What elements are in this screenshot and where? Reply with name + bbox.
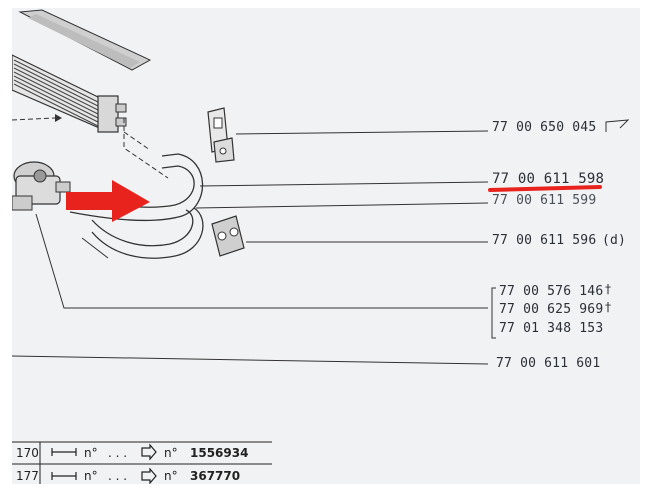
table-dots: . . . — [108, 469, 128, 483]
table-value: 1556934 — [190, 446, 249, 460]
dagger-mark: † — [605, 300, 611, 314]
part-number-611599: 77 00 611 599 — [492, 193, 597, 208]
part-number-611598: 77 00 611 598 — [492, 171, 605, 187]
right-arrow-icon — [141, 443, 157, 461]
clip-596-drawing — [211, 215, 245, 257]
red-arrow-icon — [66, 180, 150, 222]
table-row: 170 n° . . . n° 1556934 — [14, 443, 274, 465]
bracket-symbol-icon — [605, 119, 630, 132]
dagger-mark: † — [605, 282, 611, 296]
table-value: 367770 — [190, 469, 241, 483]
part-number-576146: 77 00 576 146 — [499, 284, 604, 299]
part-number-348153: 77 01 348 153 — [499, 321, 604, 336]
part-number-611596: 77 00 611 596 — [492, 233, 597, 248]
photo-border — [0, 0, 12, 488]
table-ref: 177 — [16, 469, 39, 483]
table-label: n° — [164, 469, 178, 483]
assembly-dashed-line-1 — [11, 117, 56, 121]
part-number-611601: 77 00 611 601 — [496, 356, 601, 371]
table-dots: . . . — [108, 446, 128, 460]
photo-border — [0, 0, 650, 8]
length-arrows-icon — [51, 472, 77, 480]
part-number-625969: 77 00 625 969 — [499, 302, 604, 317]
clip-045-drawing — [207, 107, 235, 163]
table-label: n° — [164, 446, 178, 460]
table-lines — [12, 441, 272, 488]
photo-border — [640, 0, 650, 488]
table-row: 177 n° . . . n° 367770 — [14, 466, 274, 488]
heater-panel-shade — [28, 14, 140, 68]
hose-upper-drawing — [69, 153, 204, 222]
table-label: n° — [84, 469, 98, 483]
hose-lower-drawing — [91, 207, 204, 259]
assembly-arrowhead — [55, 114, 62, 122]
leader-lines — [11, 130, 496, 365]
part-note-d: (d) — [602, 233, 627, 248]
highlight-underline — [488, 185, 602, 192]
assembly-dashed-line-2 — [123, 118, 169, 179]
part-number-650045: 77 00 650 045 — [492, 120, 597, 135]
heater-valve-drawing — [11, 161, 71, 211]
heater-core-drawing — [11, 54, 127, 133]
table-label: n° — [84, 446, 98, 460]
right-arrow-icon — [141, 467, 157, 485]
photo-border — [0, 484, 650, 488]
length-arrows-icon — [51, 448, 77, 456]
table-ref: 170 — [16, 446, 39, 460]
